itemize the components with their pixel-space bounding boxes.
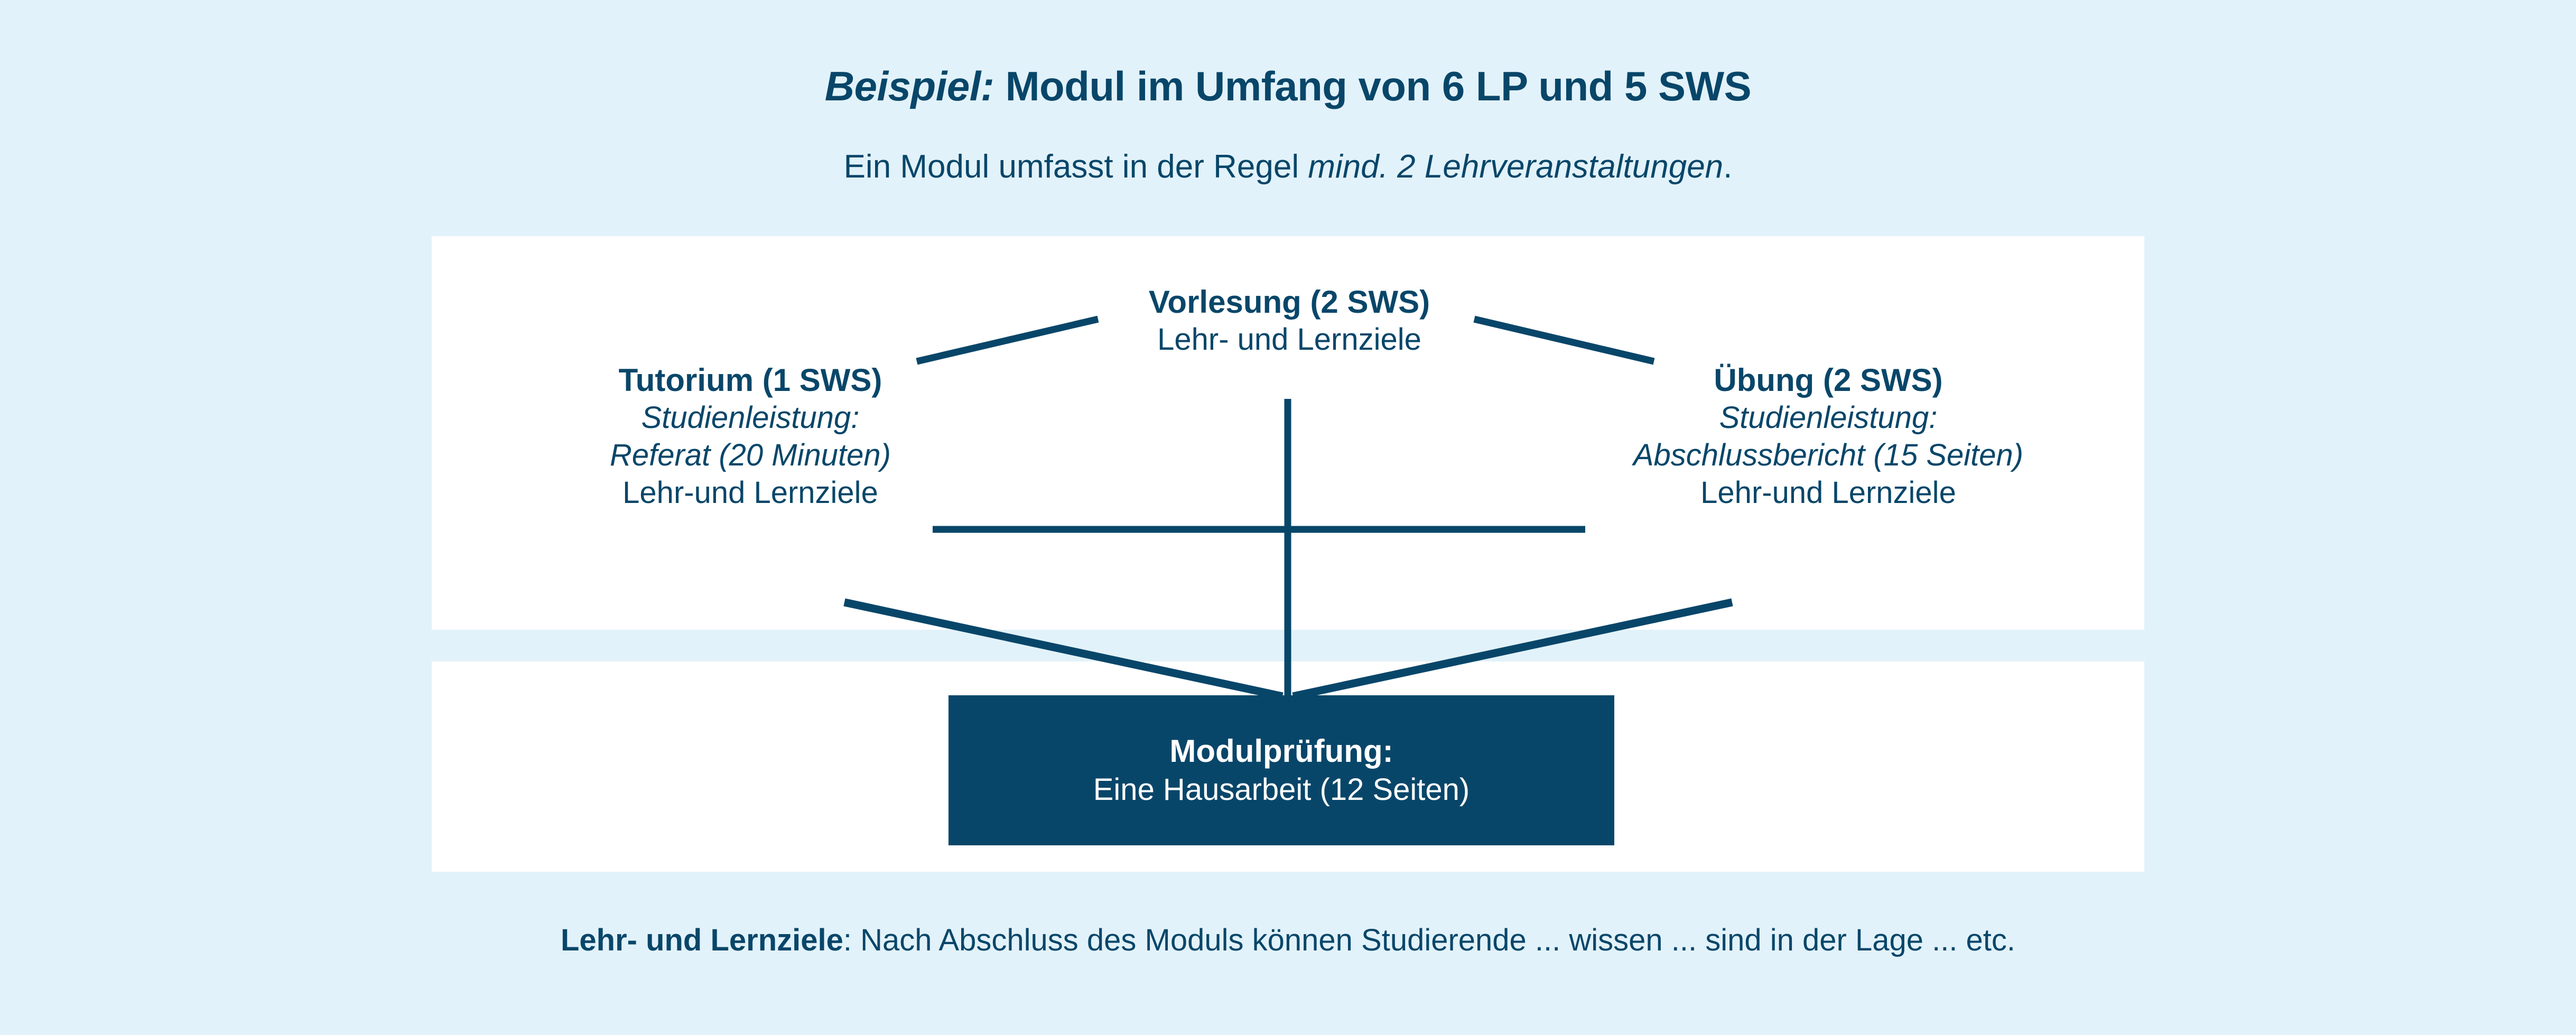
node-vorlesung[interactable]: Vorlesung (2 SWS) Lehr- und Lernziele <box>983 283 1596 359</box>
node-uebung[interactable]: Übung (2 SWS) Studienleistung: Abschluss… <box>1480 361 2177 511</box>
page-subtitle: Ein Modul umfasst in der Regel mind. 2 L… <box>0 148 2576 185</box>
node-uebung-coursework-label: Studienleistung: <box>1719 400 1938 435</box>
node-uebung-coursework-detail: Abschlussbericht (15 Seiten) <box>1633 437 2024 472</box>
page-subtitle-emphasis: mind. 2 Lehrveranstaltungen <box>1308 148 1724 185</box>
node-modulpruefung-heading: Modulprüfung: <box>1169 733 1393 769</box>
node-modulpruefung-detail: Eine Hausarbeit (12 Seiten) <box>1093 772 1470 807</box>
node-tutorium-learning-goals: Lehr-und Lernziele <box>622 475 878 510</box>
footer-caption-text: : Nach Abschluss des Moduls können Studi… <box>843 923 2016 957</box>
node-uebung-learning-goals: Lehr-und Lernziele <box>1700 475 1956 510</box>
node-vorlesung-learning-goals: Lehr- und Lernziele <box>1157 322 1421 357</box>
footer-caption-label: Lehr- und Lernziele <box>560 923 843 957</box>
page-subtitle-tail: . <box>1723 148 1733 185</box>
page-subtitle-lead: Ein Modul umfasst in der Regel <box>843 148 1308 185</box>
node-modulpruefung[interactable]: Modulprüfung: Eine Hausarbeit (12 Seiten… <box>948 695 1614 845</box>
page-title-rest: Modul im Umfang von 6 LP und 5 SWS <box>994 63 1752 109</box>
node-tutorium-heading: Tutorium (1 SWS) <box>618 362 882 398</box>
node-tutorium[interactable]: Tutorium (1 SWS) Studienleistung: Refera… <box>402 361 1099 511</box>
node-uebung-heading: Übung (2 SWS) <box>1714 362 1943 398</box>
node-tutorium-coursework-detail: Referat (20 Minuten) <box>610 437 891 472</box>
page-title-emphasis: Beispiel: <box>824 63 994 109</box>
footer-caption: Lehr- und Lernziele: Nach Abschluss des … <box>0 922 2576 958</box>
node-tutorium-coursework-label: Studienleistung: <box>641 400 860 435</box>
page-title: Beispiel: Modul im Umfang von 6 LP und 5… <box>0 62 2576 110</box>
node-vorlesung-heading: Vorlesung (2 SWS) <box>1148 284 1430 320</box>
